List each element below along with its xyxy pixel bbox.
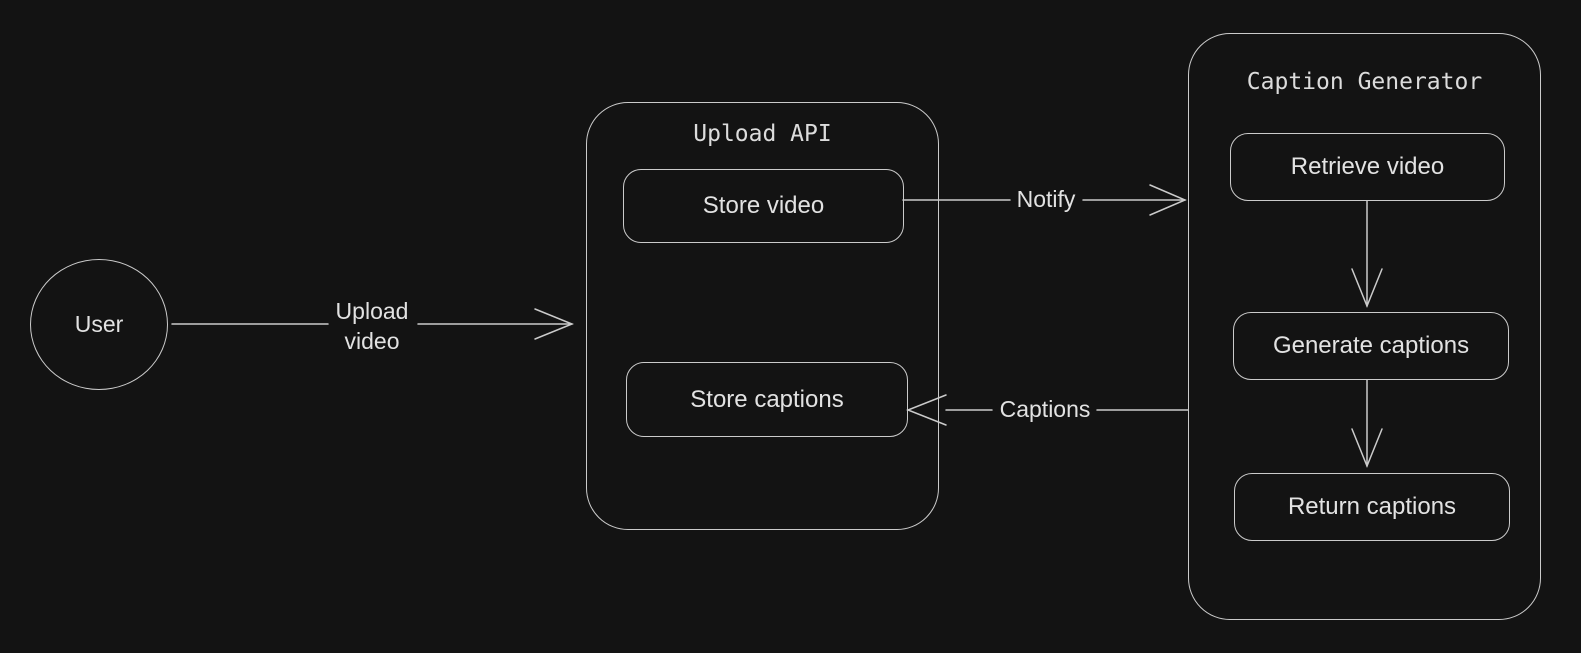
- edge-label-upload-line2: video: [344, 328, 400, 354]
- store-captions-label: Store captions: [690, 385, 844, 413]
- store-video-node: Store video: [623, 169, 904, 243]
- store-captions-node: Store captions: [626, 362, 908, 437]
- edge-label-captions: Captions: [999, 396, 1091, 422]
- retrieve-video-node: Retrieve video: [1230, 133, 1505, 201]
- edge-label-notify: Notify: [1016, 186, 1076, 212]
- user-node-label: User: [74, 311, 124, 337]
- arrowhead-right-icon: [1149, 184, 1187, 216]
- upload-api-title: Upload API: [693, 121, 832, 147]
- user-node: User: [30, 259, 168, 390]
- return-captions-label: Return captions: [1287, 493, 1457, 520]
- upload-api-container: Upload API Store video Store captions: [586, 102, 939, 530]
- arrowhead-right-icon: [534, 308, 574, 340]
- return-captions-node: Return captions: [1234, 473, 1510, 541]
- caption-generator-title: Caption Generator: [1246, 69, 1483, 95]
- edge-label-upload-video: Upload video: [336, 296, 409, 356]
- retrieve-video-label: Retrieve video: [1290, 153, 1445, 180]
- edge-label-upload-line1: Upload: [335, 298, 409, 324]
- generate-captions-node: Generate captions: [1233, 312, 1509, 380]
- caption-generator-container: Caption Generator Retrieve video Generat…: [1188, 33, 1541, 620]
- generate-captions-label: Generate captions: [1272, 332, 1470, 359]
- store-video-label: Store video: [702, 192, 825, 219]
